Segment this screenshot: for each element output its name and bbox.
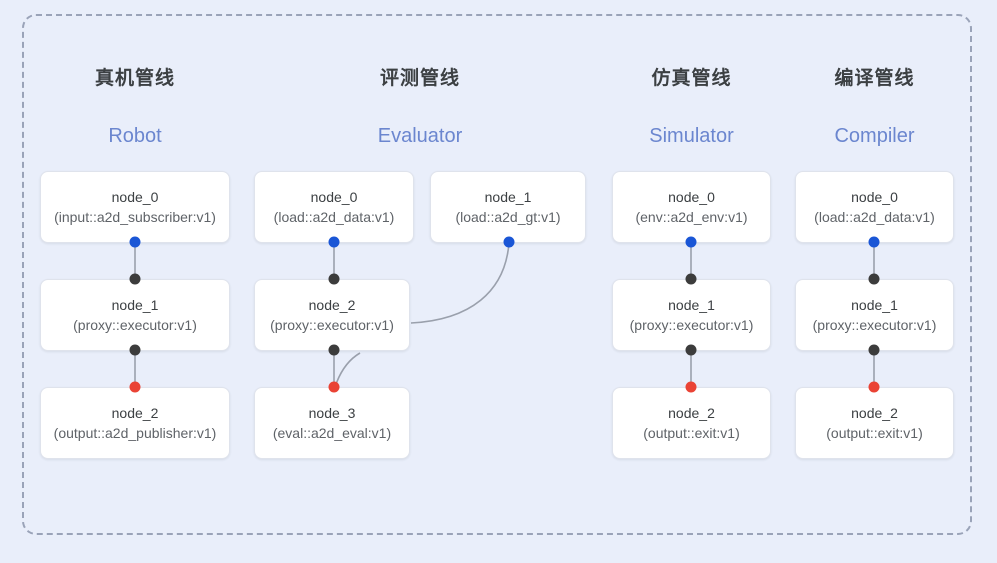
node-type: (env::a2d_env:v1) xyxy=(635,209,748,225)
column-title-cn-robot: 真机管线 xyxy=(94,68,175,89)
port-input-simulator-2[interactable] xyxy=(685,381,697,393)
node-evaluator-2[interactable]: node_2 (proxy::executor:v1) xyxy=(254,279,410,351)
node-robot-1[interactable]: node_1 (proxy::executor:v1) xyxy=(40,279,230,351)
node-name: node_0 xyxy=(668,188,715,205)
node-name: node_0 xyxy=(111,188,159,205)
node-name: node_2 xyxy=(111,404,159,421)
node-compiler-1[interactable]: node_1 (proxy::executor:v1) xyxy=(795,279,954,351)
node-name: node_2 xyxy=(668,404,715,421)
port-input-evaluator-2[interactable] xyxy=(328,273,340,285)
port-output-compiler-0[interactable] xyxy=(868,236,880,248)
node-name: node_1 xyxy=(111,296,159,313)
column-title-cn-evaluator: 评测管线 xyxy=(379,68,460,89)
node-type: (output::a2d_publisher:v1) xyxy=(53,425,217,441)
node-type: (input::a2d_subscriber:v1) xyxy=(54,209,216,225)
node-evaluator-3[interactable]: node_3 (eval::a2d_eval:v1) xyxy=(254,387,410,459)
port-output-evaluator-2[interactable] xyxy=(328,344,340,356)
node-type: (output::exit:v1) xyxy=(826,425,923,441)
port-output-simulator-1[interactable] xyxy=(685,344,697,356)
port-output-simulator-0[interactable] xyxy=(685,236,697,248)
port-output-compiler-1[interactable] xyxy=(868,344,880,356)
column-title-en-compiler: Compiler xyxy=(834,125,915,147)
node-robot-0[interactable]: node_0 (input::a2d_subscriber:v1) xyxy=(40,171,230,243)
node-name: node_2 xyxy=(308,296,356,313)
node-compiler-2[interactable]: node_2 (output::exit:v1) xyxy=(795,387,954,459)
port-input-evaluator-3[interactable] xyxy=(328,381,340,393)
port-output-robot-0[interactable] xyxy=(129,236,141,248)
node-type: (load::a2d_data:v1) xyxy=(814,209,935,225)
port-input-compiler-2[interactable] xyxy=(868,381,880,393)
column-title-cn-simulator: 仿真管线 xyxy=(651,68,732,89)
node-type: (load::a2d_gt:v1) xyxy=(455,209,561,225)
node-name: node_1 xyxy=(851,296,898,313)
node-name: node_1 xyxy=(484,188,532,205)
node-evaluator-0[interactable]: node_0 (load::a2d_data:v1) xyxy=(254,171,414,243)
column-title-en-evaluator: Evaluator xyxy=(377,125,463,147)
node-type: (eval::a2d_eval:v1) xyxy=(272,425,392,441)
node-type: (output::exit:v1) xyxy=(643,425,740,441)
node-name: node_2 xyxy=(851,404,898,421)
port-input-robot-1[interactable] xyxy=(129,273,141,285)
node-name: node_1 xyxy=(668,296,715,313)
column-title-cn-compiler: 编译管线 xyxy=(834,68,915,89)
node-robot-2[interactable]: node_2 (output::a2d_publisher:v1) xyxy=(40,387,230,459)
node-type: (proxy::executor:v1) xyxy=(270,317,394,333)
node-simulator-1[interactable]: node_1 (proxy::executor:v1) xyxy=(612,279,771,351)
node-compiler-0[interactable]: node_0 (load::a2d_data:v1) xyxy=(795,171,954,243)
node-simulator-2[interactable]: node_2 (output::exit:v1) xyxy=(612,387,771,459)
column-title-en-robot: Robot xyxy=(108,125,162,147)
node-evaluator-1[interactable]: node_1 (load::a2d_gt:v1) xyxy=(430,171,586,243)
port-input-robot-2[interactable] xyxy=(129,381,141,393)
node-type: (load::a2d_data:v1) xyxy=(273,209,395,225)
node-type: (proxy::executor:v1) xyxy=(73,317,197,333)
port-input-compiler-1[interactable] xyxy=(868,273,880,285)
port-output-robot-1[interactable] xyxy=(129,344,141,356)
column-title-en-simulator: Simulator xyxy=(649,125,734,147)
node-name: node_0 xyxy=(310,188,358,205)
node-name: node_3 xyxy=(308,404,356,421)
node-type: (proxy::executor:v1) xyxy=(812,317,937,333)
node-type: (proxy::executor:v1) xyxy=(629,317,754,333)
port-output-evaluator-0[interactable] xyxy=(328,236,340,248)
node-simulator-0[interactable]: node_0 (env::a2d_env:v1) xyxy=(612,171,771,243)
port-output-evaluator-1[interactable] xyxy=(503,236,515,248)
port-input-simulator-1[interactable] xyxy=(685,273,697,285)
node-name: node_0 xyxy=(851,188,898,205)
